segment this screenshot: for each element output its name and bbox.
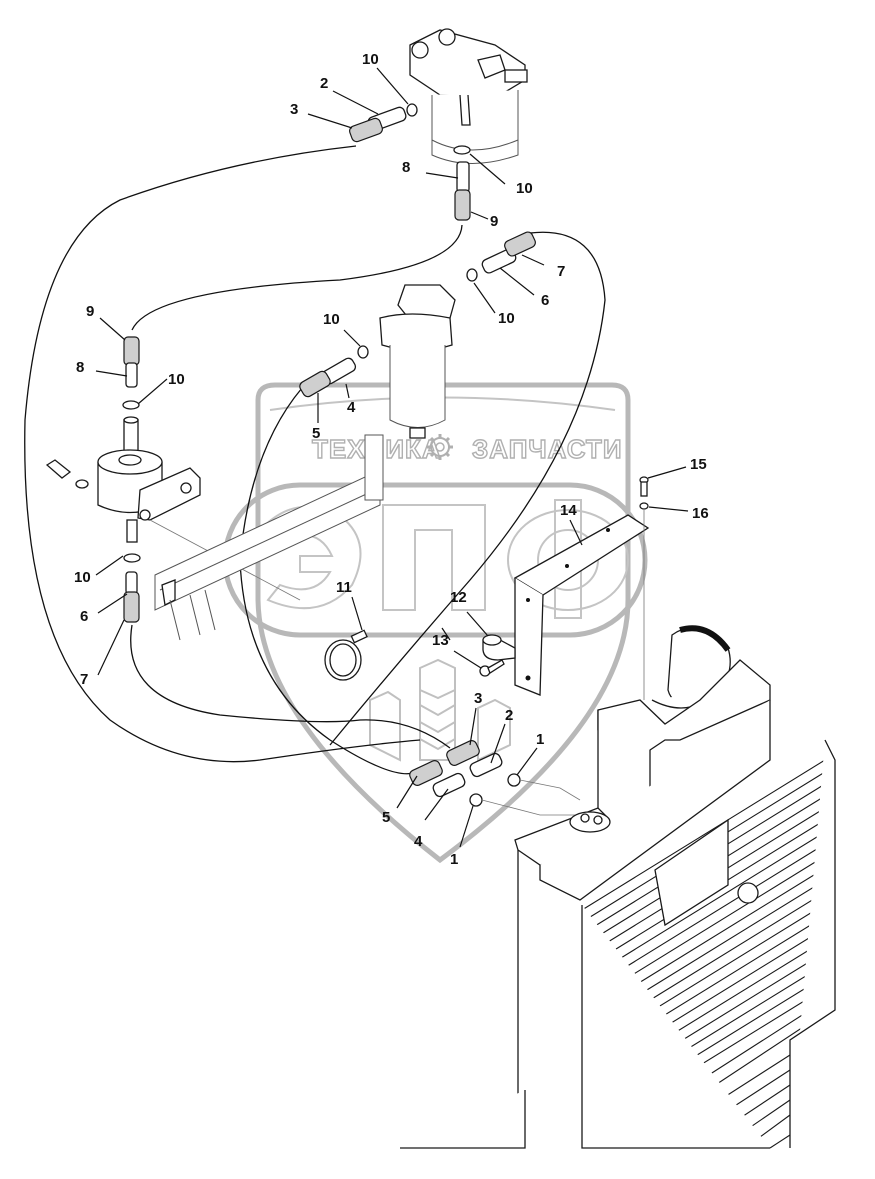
callout-7: 7	[557, 263, 565, 280]
callout-15: 15	[690, 456, 707, 473]
gear-icon	[427, 434, 453, 460]
callout-12: 12	[450, 589, 467, 606]
callout-9: 9	[490, 213, 498, 230]
callout-2: 2	[320, 75, 328, 92]
callout-6: 6	[80, 608, 88, 625]
secondary-fuel-filter	[379, 284, 456, 439]
bolt-15	[639, 476, 649, 497]
callout-14: 14	[560, 502, 577, 519]
callout-10: 10	[323, 311, 340, 328]
callout-11: 11	[336, 579, 352, 596]
callout-7: 7	[80, 671, 88, 688]
callout-9: 9	[86, 303, 94, 320]
bolt-13	[479, 659, 505, 677]
callout-13: 13	[432, 632, 449, 649]
leader-lines	[95, 67, 689, 848]
mounting-bracket	[513, 514, 650, 696]
callout-10: 10	[362, 51, 379, 68]
callout-3: 3	[474, 690, 482, 707]
hose-pieces	[122, 103, 581, 816]
callout-2: 2	[505, 707, 513, 724]
watermark-wheat	[369, 658, 511, 762]
callout-3: 3	[290, 101, 298, 118]
fuel-hoses	[24, 145, 606, 775]
callout-10: 10	[516, 180, 533, 197]
p-clip	[482, 634, 516, 661]
callout-10: 10	[498, 310, 515, 327]
band-clamp	[324, 629, 368, 681]
callout-5: 5	[312, 425, 320, 442]
callout-10: 10	[74, 569, 91, 586]
callout-6: 6	[541, 292, 549, 309]
callout-4: 4	[347, 399, 356, 416]
hose-pump-outlet	[130, 624, 451, 749]
callout-8: 8	[76, 359, 84, 376]
callout-1: 1	[450, 851, 458, 868]
fuel-pump	[45, 416, 301, 601]
callout-16: 16	[692, 505, 709, 522]
callout-5: 5	[382, 809, 390, 826]
fuel-tank	[400, 625, 836, 1149]
callout-labels: 10 2 3 8 10 9 7 6 10 10 4 5 9 8 10 10 6 …	[74, 51, 709, 868]
watermark-text-right: ЗАПЧАСТИ	[472, 434, 623, 464]
chassis-rail	[154, 434, 384, 641]
hose-secondary-left	[239, 387, 421, 775]
callout-4: 4	[414, 833, 423, 850]
washer-16	[639, 502, 649, 510]
hose-upper-filter-to-tank	[24, 145, 421, 763]
watermark-shield-outline	[255, 382, 631, 864]
callout-10: 10	[168, 371, 185, 388]
hose-secondary-loop	[329, 231, 606, 746]
hose-filter-to-pump	[131, 224, 463, 331]
primary-fuel-filter	[409, 28, 528, 164]
callout-8: 8	[402, 159, 410, 176]
callout-1: 1	[536, 731, 544, 748]
